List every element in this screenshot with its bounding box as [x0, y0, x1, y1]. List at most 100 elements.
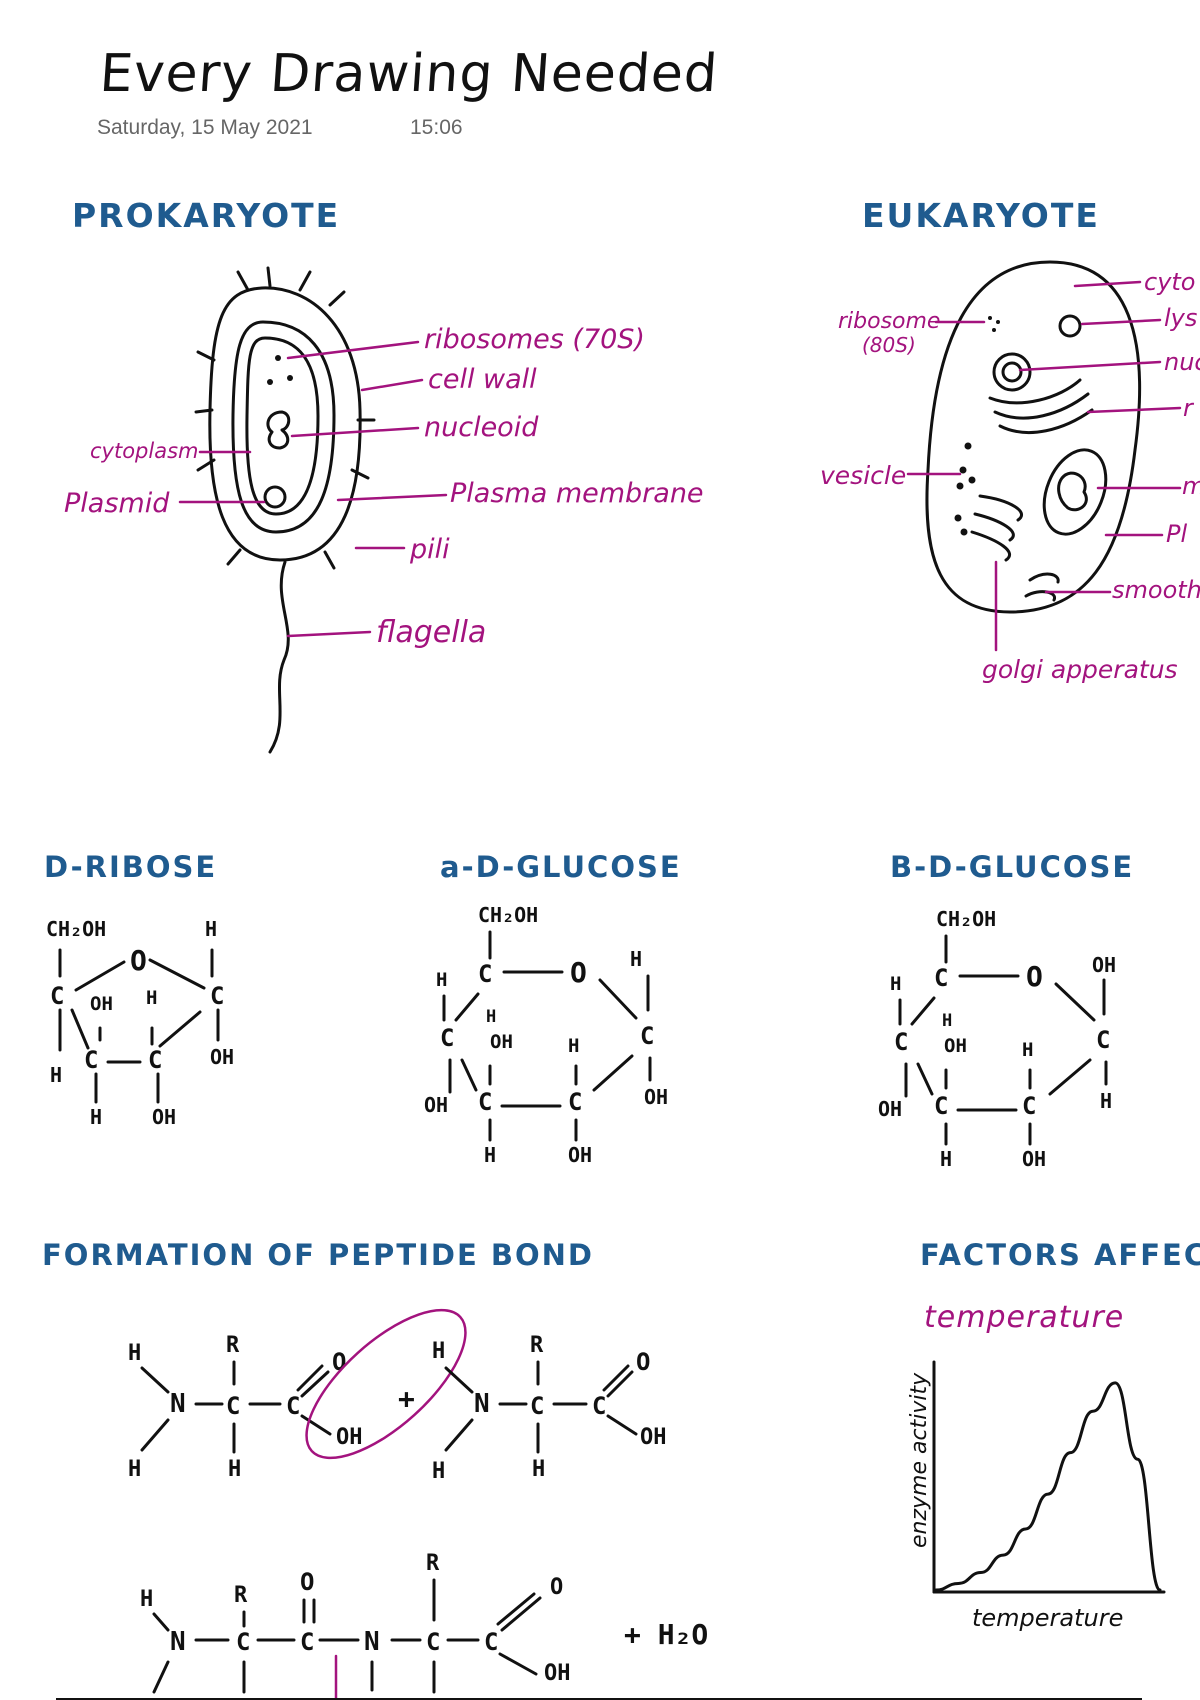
- amino-acid-1: H N H R C H C O OH: [128, 1333, 363, 1482]
- svg-text:R: R: [234, 1583, 248, 1608]
- svg-text:H: H: [50, 1063, 62, 1087]
- enzyme-activity-curve: [934, 1381, 1162, 1592]
- svg-text:OH: OH: [490, 1031, 513, 1053]
- svg-text:O: O: [300, 1568, 314, 1596]
- svg-text:R: R: [426, 1551, 440, 1576]
- svg-text:C: C: [426, 1628, 440, 1656]
- svg-text:H: H: [484, 1143, 496, 1167]
- svg-text:C: C: [592, 1392, 606, 1420]
- svg-text:C: C: [640, 1022, 654, 1050]
- svg-text:C: C: [226, 1392, 240, 1420]
- svg-text:N: N: [170, 1627, 186, 1657]
- pili-label: pili: [409, 534, 450, 565]
- eukaryote-cell: [925, 260, 1142, 614]
- svg-text:H: H: [128, 1341, 141, 1366]
- svg-text:H: H: [890, 973, 901, 995]
- factors-heading: FACTORS AFFECTI: [920, 1238, 1200, 1272]
- rough-er-label-truncated: r: [1183, 394, 1195, 422]
- svg-text:OH: OH: [210, 1045, 234, 1069]
- svg-text:C: C: [286, 1392, 300, 1420]
- svg-text:C: C: [934, 964, 948, 992]
- svg-text:H: H: [146, 987, 157, 1009]
- nucleoid-label: nucleoid: [424, 412, 539, 443]
- prokaryote-cell: [194, 266, 376, 754]
- svg-text:C: C: [148, 1046, 162, 1074]
- plasma-membrane-label-truncated: Pl: [1166, 520, 1187, 548]
- svg-text:OH: OH: [944, 1035, 967, 1057]
- nucleus-label-truncated: nuc: [1164, 348, 1200, 376]
- svg-text:N: N: [474, 1389, 490, 1419]
- svg-text:OH: OH: [544, 1661, 571, 1686]
- lysosome-label-truncated: lys: [1164, 304, 1197, 332]
- cell-wall-label: cell wall: [428, 364, 537, 395]
- cytoplasm-label: cytoplasm: [90, 439, 199, 463]
- page-bottom-line: [56, 1698, 1142, 1700]
- svg-text:OH: OH: [640, 1425, 667, 1450]
- svg-text:C: C: [300, 1628, 314, 1656]
- svg-text:C: C: [478, 960, 492, 988]
- svg-text:C: C: [1096, 1026, 1110, 1054]
- smooth-er-label-truncated: smooth: [1112, 576, 1200, 604]
- svg-text:H: H: [205, 917, 217, 941]
- alpha-glucose-heading: a-D-GLUCOSE: [440, 850, 682, 884]
- svg-text:OH: OH: [568, 1143, 592, 1167]
- svg-text:H: H: [128, 1457, 141, 1482]
- svg-text:OH: OH: [152, 1105, 176, 1129]
- svg-text:C: C: [484, 1628, 498, 1656]
- page-date: Saturday, 15 May 2021: [97, 116, 313, 139]
- svg-text:O: O: [1026, 960, 1043, 993]
- condensation-highlight: [305, 1308, 467, 1460]
- svg-text:H: H: [630, 947, 642, 971]
- svg-text:H: H: [532, 1457, 545, 1482]
- svg-text:CH₂OH: CH₂OH: [936, 907, 996, 931]
- beta-glucose-heading: B-D-GLUCOSE: [890, 850, 1135, 884]
- svg-text:N: N: [170, 1389, 186, 1419]
- svg-text:OH: OH: [90, 993, 113, 1015]
- svg-text:O: O: [130, 944, 147, 977]
- svg-text:H: H: [1022, 1039, 1033, 1061]
- beta-glucose-structure: CH₂OH C O OH H H C C OH H H OH C C H OH: [878, 907, 1116, 1171]
- prokaryote-label-lines: [178, 340, 448, 638]
- svg-text:OH: OH: [1022, 1147, 1046, 1171]
- svg-text:OH: OH: [336, 1425, 363, 1450]
- peptide-heading: FORMATION OF PEPTIDE BOND: [42, 1238, 594, 1272]
- x-axis-label: temperature: [972, 1604, 1123, 1632]
- svg-text:H: H: [436, 969, 447, 991]
- golgi-label: golgi apperatus: [982, 655, 1178, 684]
- page-time: 15:06: [410, 116, 463, 139]
- svg-text:H: H: [432, 1339, 445, 1364]
- svg-text:C: C: [50, 982, 64, 1010]
- svg-text:C: C: [934, 1092, 948, 1120]
- svg-text:H: H: [942, 1011, 952, 1031]
- alpha-glucose-structure: CH₂OH C O H H H C C OH H OH OH C C H OH: [424, 903, 668, 1167]
- eukaryote-heading: EUKARYOTE: [862, 196, 1100, 235]
- svg-text:OH: OH: [424, 1093, 448, 1117]
- y-axis-label: enzyme activity: [907, 1372, 932, 1548]
- ribosome-label: ribosome: [838, 309, 940, 334]
- d-ribose-heading: D-RIBOSE: [44, 850, 218, 884]
- plasma-membrane-label: Plasma membrane: [450, 478, 704, 509]
- flagella-label: flagella: [376, 615, 486, 650]
- svg-text:C: C: [894, 1028, 908, 1056]
- plus-sign: +: [398, 1382, 415, 1415]
- svg-text:H: H: [90, 1105, 102, 1129]
- svg-text:C: C: [1022, 1092, 1036, 1120]
- svg-text:CH₂OH: CH₂OH: [478, 903, 538, 927]
- svg-text:O: O: [550, 1575, 563, 1600]
- svg-text:R: R: [530, 1333, 544, 1358]
- svg-text:H: H: [940, 1147, 952, 1171]
- svg-text:C: C: [210, 982, 224, 1010]
- svg-text:C: C: [530, 1392, 544, 1420]
- prokaryote-heading: PROKARYOTE: [72, 196, 341, 235]
- ribosomes-label: ribosomes (70S): [424, 324, 645, 355]
- cytoplasm-label-truncated: cyto: [1144, 268, 1196, 296]
- svg-text:C: C: [440, 1024, 454, 1052]
- svg-text:H: H: [228, 1457, 241, 1482]
- svg-text:H: H: [432, 1459, 445, 1484]
- svg-text:C: C: [236, 1628, 250, 1656]
